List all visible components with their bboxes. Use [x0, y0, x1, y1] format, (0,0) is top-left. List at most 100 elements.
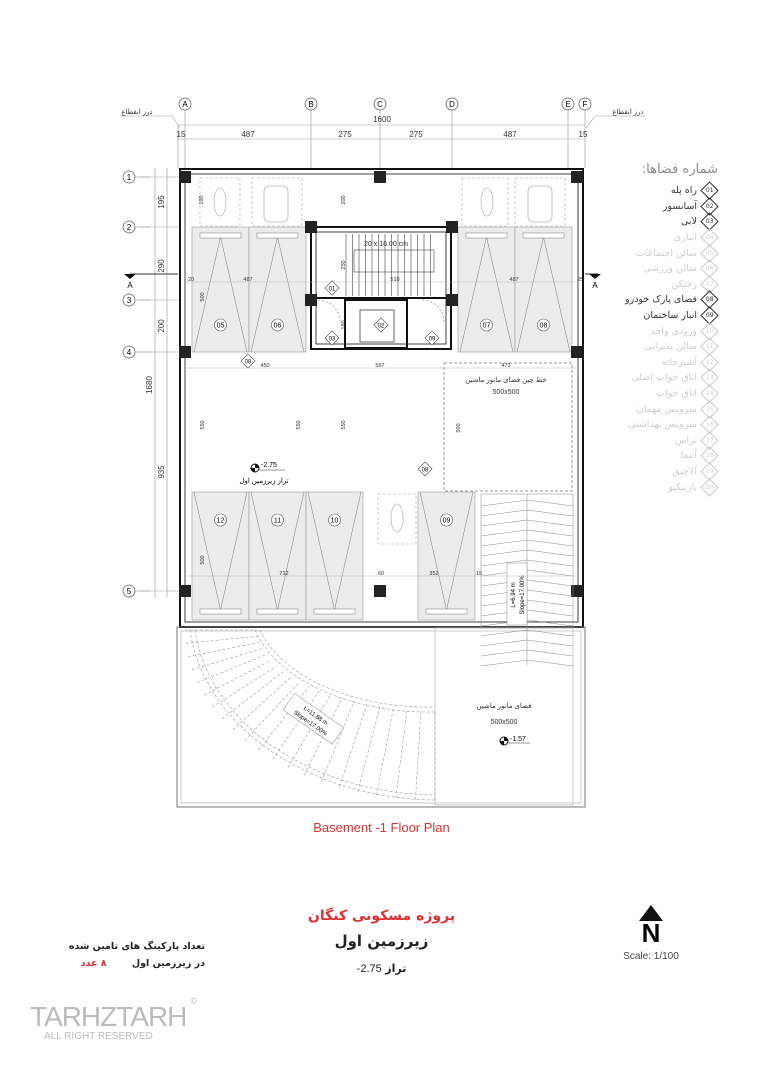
- level-marker-floor: -2.75 تراز زیرزمین اول: [239, 462, 288, 485]
- legend-number: 07: [705, 280, 714, 288]
- legend-number: 02: [705, 202, 714, 210]
- grid-bubble-A: A: [178, 97, 192, 111]
- north-arrow: N Scale: 1/100: [616, 905, 686, 962]
- svg-text:تراز زیرزمین اول: تراز زیرزمین اول: [239, 477, 288, 485]
- structural-column: [179, 171, 191, 183]
- dim-inner: 180: [341, 320, 347, 329]
- dim-inner: 60: [378, 571, 384, 577]
- dim-inner: 712: [279, 571, 288, 577]
- dim-h: 275: [409, 130, 423, 139]
- scale-label: Scale: 1/100: [623, 951, 679, 962]
- legend-label: انبار ساختمان: [643, 310, 697, 322]
- curved-ramp: [185, 629, 436, 801]
- svg-text:08: 08: [540, 323, 548, 330]
- motorcycle-spots: [199, 177, 566, 545]
- svg-text:F: F: [583, 100, 588, 109]
- legend-item: 02 آسانسور: [600, 197, 719, 216]
- legend-item: 16 سرویس بهداشتی: [600, 415, 719, 434]
- svg-text:01: 01: [329, 286, 336, 292]
- svg-text:07: 07: [483, 323, 491, 330]
- legend-number: 01: [705, 187, 714, 195]
- parking-stall-06: 06: [248, 226, 307, 353]
- legend-number: 16: [705, 421, 714, 429]
- parking-count: تعداد پارکینگ های تامین شده در زیرزمین ا…: [50, 938, 205, 972]
- svg-text:D: D: [449, 100, 455, 109]
- north-arrow-icon: [639, 905, 663, 921]
- legend-number-badge: 20: [700, 477, 719, 497]
- svg-text:11: 11: [274, 518, 281, 525]
- svg-text:06: 06: [274, 323, 282, 330]
- legend-item: 08 فضای پارک خودرو: [600, 290, 719, 310]
- dim-h: 15: [579, 130, 588, 139]
- dim-inner: 550: [296, 420, 302, 429]
- svg-text:10: 10: [331, 518, 339, 525]
- svg-text:08: 08: [422, 467, 429, 473]
- dim-v: 195: [157, 195, 166, 209]
- parking-stall-05: 05: [191, 226, 250, 353]
- level-value: -2.75: [356, 963, 382, 975]
- legend-number: 08: [705, 296, 714, 304]
- room-tag-parking_b: 08: [417, 461, 433, 477]
- parking-count-line1: تعداد پارکینگ های تامین شده: [68, 941, 205, 952]
- dim-h: 487: [241, 130, 255, 139]
- project-name: پروژه مسکونی کنگان: [307, 908, 456, 924]
- legend-number: 19: [705, 467, 714, 475]
- legend-label: آسانسور: [662, 200, 697, 212]
- structural-column: [179, 346, 191, 358]
- maneuver-label-bottom: فضای مانور ماشین: [477, 702, 532, 710]
- dim-inner: 500: [200, 292, 206, 301]
- dim-v: 290: [157, 259, 166, 273]
- structural-column: [305, 294, 317, 306]
- legend-item: 06 سالن ورزشی: [600, 259, 719, 278]
- legend-label: سالن ورزشی: [643, 263, 697, 275]
- vehicle-icons: [213, 185, 553, 533]
- legend-number: 05: [705, 249, 714, 257]
- svg-text:08: 08: [245, 359, 252, 365]
- svg-text:5: 5: [127, 587, 132, 596]
- room-tag-storage: 09: [424, 330, 440, 346]
- structural-column: [571, 346, 583, 358]
- dim-inner: 352: [429, 571, 438, 577]
- legend-number: 18: [705, 452, 714, 460]
- floor-name: زیرزمین اول: [334, 932, 429, 950]
- legend-label: آلاچیق: [672, 465, 697, 477]
- dim-total-height: 1680: [145, 376, 154, 394]
- legend-number: 06: [705, 265, 714, 273]
- room-tag-elevator: 02: [373, 317, 389, 333]
- grid-bubble-C: C: [373, 97, 387, 111]
- dim-v: 935: [157, 465, 166, 479]
- structural-column: [571, 585, 583, 597]
- svg-text:A: A: [127, 281, 133, 290]
- dim-inner: 473: [501, 363, 510, 369]
- svg-text:-1.57: -1.57: [510, 736, 526, 743]
- parking-count-line2: در زیرزمین اول: [131, 958, 205, 969]
- section-mark-left: A: [124, 273, 178, 290]
- maneuver-label-top: خط چین فضای مانور ماشین: [465, 376, 547, 384]
- svg-text:05: 05: [217, 323, 225, 330]
- grid-bubble-F: F: [578, 97, 592, 111]
- dim-h: 487: [503, 130, 517, 139]
- legend-number: 03: [705, 218, 714, 226]
- dim-inner: 25: [577, 277, 583, 283]
- parking-stall-10: 10: [305, 491, 364, 621]
- structural-column: [571, 171, 583, 183]
- dim-inner: 500: [200, 555, 206, 564]
- logo-sub: ALL RIGHT RESERVED: [44, 1031, 153, 1042]
- legend-label: فضای پارک خودرو: [625, 294, 697, 306]
- maneuver-area-top: [443, 362, 573, 492]
- logo-text: TARHZTARH: [30, 1001, 187, 1032]
- logo-copyright: ©: [190, 996, 198, 1006]
- svg-text:L=6.94 m: L=6.94 m: [511, 582, 517, 607]
- legend-label: سرویس بهداشتی: [628, 419, 697, 431]
- section-mark-right: A: [585, 273, 601, 290]
- plan-title: Basement -1 Floor Plan: [313, 820, 450, 835]
- legend-label: انباری: [673, 232, 697, 244]
- svg-text:02: 02: [378, 323, 385, 329]
- room-tag-lobby: 03: [324, 330, 340, 346]
